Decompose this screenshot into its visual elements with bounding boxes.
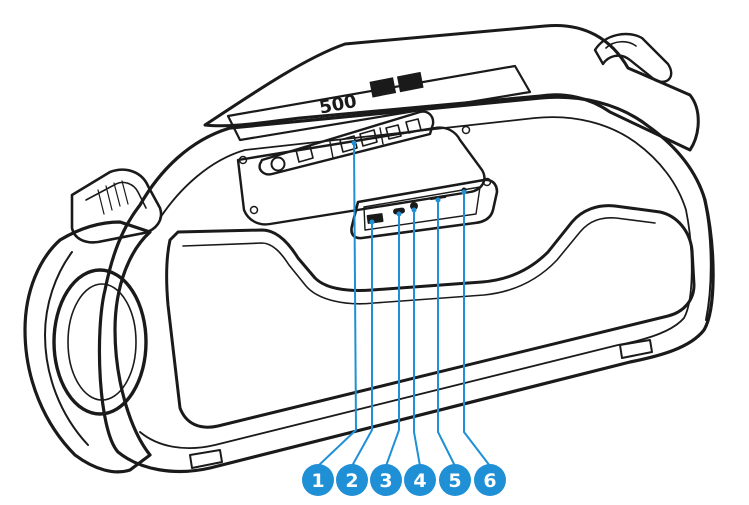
leader-line-2	[351, 222, 373, 467]
screw-2	[249, 205, 259, 215]
front-grille-inner-edge	[182, 217, 656, 305]
bluetooth-button	[295, 145, 314, 163]
leader-line-1	[317, 142, 358, 467]
leader-dot-2	[369, 219, 375, 225]
leader-line-3	[385, 214, 400, 467]
usb-port-icon	[366, 213, 384, 224]
leader-dot-3	[396, 211, 402, 217]
rear-foot	[619, 339, 653, 359]
callout-badge-5: 5	[439, 464, 471, 496]
left-handle-strap-inner	[85, 181, 147, 209]
divider-1	[329, 141, 334, 159]
callout-badge-2: 2	[336, 464, 368, 496]
logo-mark	[369, 77, 397, 98]
mode-button	[359, 129, 378, 147]
right-handle-strap	[593, 32, 673, 83]
volume-down-button	[405, 118, 422, 134]
speaker-body-outline	[97, 95, 715, 474]
port-panel-inner	[363, 186, 481, 231]
play-button	[339, 135, 358, 153]
right-handle-strap-inner	[605, 40, 637, 49]
port-panel	[350, 178, 499, 240]
leader-line-5	[437, 200, 456, 467]
callout-number-2: 2	[345, 470, 358, 492]
leader-line-4	[413, 210, 421, 467]
left-woofer-ring	[52, 268, 148, 416]
leader-line-6	[463, 192, 491, 467]
speaker-body-contour	[139, 116, 693, 450]
front-grille-panel	[165, 204, 696, 429]
left-handle-strap	[70, 168, 163, 244]
callout-badge-4: 4	[404, 464, 436, 496]
callout-number-1: 1	[311, 470, 324, 492]
callout-number-5: 5	[448, 470, 461, 492]
left-end-cap	[23, 220, 152, 474]
leader-dot-4	[411, 207, 417, 213]
speaker-top-ridge	[203, 23, 700, 152]
leader-dot-1	[351, 140, 357, 146]
control-panel	[236, 126, 486, 226]
leader-dot-6	[461, 189, 467, 195]
divider-2	[379, 127, 384, 145]
callout-number-3: 3	[379, 470, 392, 492]
right-end-edge	[699, 184, 712, 321]
left-handle-ridges	[97, 180, 129, 215]
callout-number-6: 6	[483, 470, 496, 492]
tf-card-slot-icon	[429, 194, 447, 201]
left-woofer-inner	[67, 283, 137, 401]
button-strip	[258, 110, 435, 176]
callout-badge-3: 3	[370, 464, 402, 496]
type-c-port-icon	[393, 207, 405, 215]
screw-3	[461, 125, 471, 135]
leader-dot-5	[435, 197, 441, 203]
callout-badge-6: 6	[474, 464, 506, 496]
left-end-cap-rim	[44, 251, 89, 446]
front-foot	[189, 449, 223, 469]
power-button	[270, 156, 286, 172]
callout-badge-1: 1	[302, 464, 334, 496]
volume-up-button	[385, 124, 402, 140]
logo-mark-2	[396, 71, 424, 93]
callout-number-4: 4	[413, 470, 426, 492]
aux-jack-icon	[410, 202, 418, 210]
screw-1	[238, 155, 248, 165]
